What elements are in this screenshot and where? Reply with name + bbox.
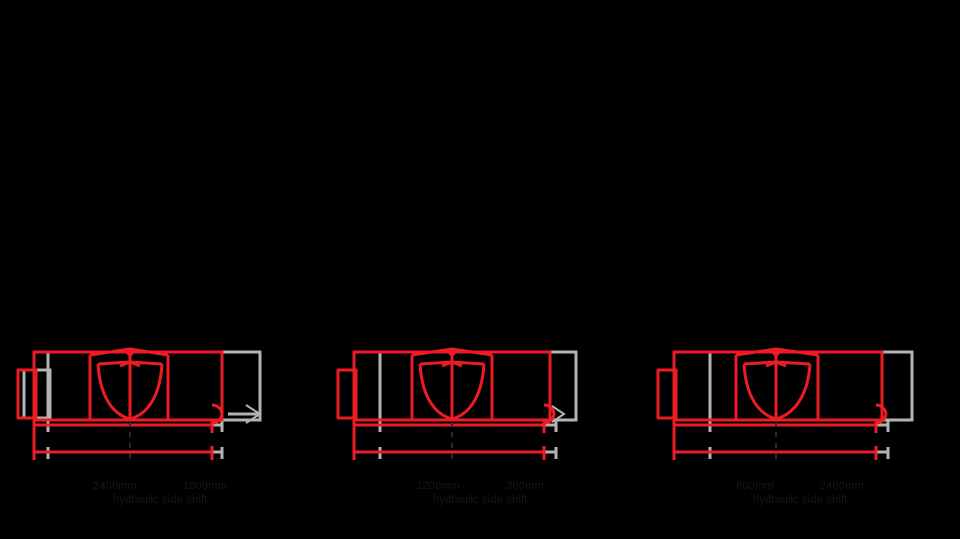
dimension-left-2: 1200mm (416, 480, 461, 492)
dimension-labels-3: 600mm 2400mm (640, 480, 960, 492)
panel-side-shift-configuration-2: 1200mm 300mm hydraulic side shift (320, 0, 640, 539)
dimension-labels-1: 2400mm 1800mm (0, 480, 320, 492)
sub-caption-1: hydraulic side shift (112, 494, 208, 506)
active-body-3 (656, 347, 888, 460)
dimension-labels-2: 1200mm 300mm (320, 480, 640, 492)
panel-side-shift-configuration-1: 2400mm 1800mm hydraulic side shift (0, 0, 320, 539)
sub-caption-2: hydraulic side shift (432, 494, 528, 506)
panel-side-shift-configuration-3: 600mm 2400mm hydraulic side shift (640, 0, 960, 539)
figure-1 (16, 347, 262, 460)
dimension-left-1: 2400mm (93, 480, 137, 492)
sub-caption-3: hydraulic side shift (752, 494, 848, 506)
active-body-2 (336, 347, 556, 460)
dimension-right-3: 2400mm (819, 480, 864, 492)
dimension-right-1: 1800mm (183, 480, 227, 492)
figure-3 (656, 347, 914, 460)
ghost-body-1 (22, 350, 262, 459)
figure-2 (336, 347, 578, 460)
active-body-1 (16, 347, 224, 460)
dimension-right-2: 300mm (506, 480, 544, 492)
dimension-left-3: 600mm (736, 480, 774, 492)
